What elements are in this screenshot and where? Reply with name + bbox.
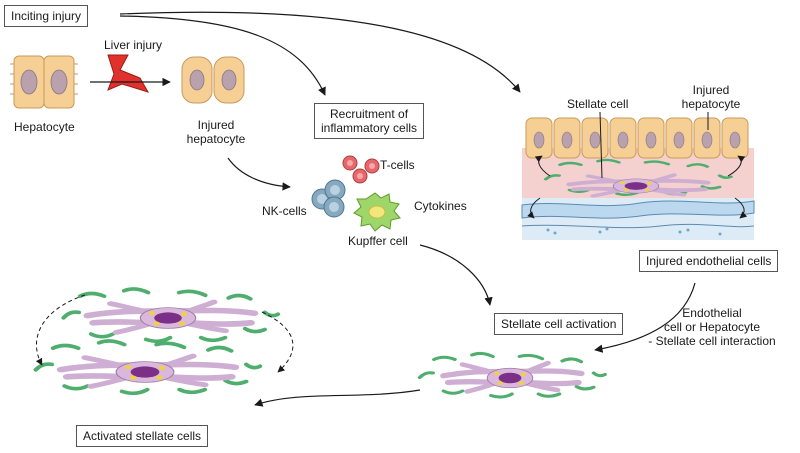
inciting-injury-label: Inciting injury — [4, 5, 89, 27]
liver-sinusoid-panel — [521, 117, 755, 240]
t-cells — [342, 155, 380, 184]
injured-hepatocyte-label: Injured hepatocyte — [186, 118, 246, 146]
arrow-inciting-to-recruitment — [119, 15, 326, 96]
interaction-label: Endothelial cell or Hepatocyte - Stellat… — [628, 306, 796, 348]
stellate-cell-activation-figure — [417, 351, 607, 399]
arrow-endothelial-to-activation — [594, 282, 696, 353]
activated-stellate-label: Activated stellate cells — [76, 425, 209, 447]
injured-hepatocyte-right-line1: Injured — [692, 83, 730, 97]
hepatocyte-pair — [10, 55, 78, 109]
interaction-label-line2: cell or Hepatocyte — [663, 320, 761, 334]
stellate-cell-label: Stellate cell — [567, 97, 629, 111]
hepatocyte-label: Hepatocyte — [14, 120, 75, 134]
kupffer-cell-label: Kupffer cell — [348, 234, 408, 248]
activated-stellate-cells-figure — [36, 289, 294, 393]
cytokines-label: Cytokines — [414, 199, 467, 213]
arrow-activation-to-activated — [254, 389, 421, 407]
arrow-injured-to-immune — [227, 157, 291, 191]
injured-endothelial-label: Injured endothelial cells — [639, 250, 779, 272]
injured-hepatocyte-label-line1: Injured — [197, 118, 235, 132]
nk-cells — [311, 179, 346, 218]
injured-hepatocyte-right-label: Injured hepatocyte — [680, 83, 742, 111]
recruitment-label: Recruitment of inflammatory cells — [314, 103, 425, 139]
stellate-cell-pointer — [599, 111, 603, 179]
liver-injury-label: Liver injury — [104, 38, 163, 52]
injured-hepatocyte-label-line2: hepatocyte — [186, 132, 246, 146]
injured-hepatocyte-pair — [181, 56, 245, 104]
recruitment-label-line1: Recruitment of — [330, 107, 409, 121]
interaction-label-line3: - Stellate cell interaction — [648, 334, 776, 348]
recruitment-label-line2: inflammatory cells — [321, 121, 418, 135]
injured-hepatocyte-right-line2: hepatocyte — [681, 97, 741, 111]
arrow-inciting-to-endothelium — [119, 11, 521, 93]
nk-cells-label: NK-cells — [262, 204, 307, 218]
arrow-kupffer-to-activation — [419, 244, 493, 306]
stellate-activation-label: Stellate cell activation — [494, 313, 624, 335]
kupffer-cell — [353, 192, 401, 232]
lightning-bolt-icon — [107, 54, 150, 93]
interaction-label-line1: Endothelial — [682, 306, 742, 320]
t-cells-label: T-cells — [380, 158, 415, 172]
